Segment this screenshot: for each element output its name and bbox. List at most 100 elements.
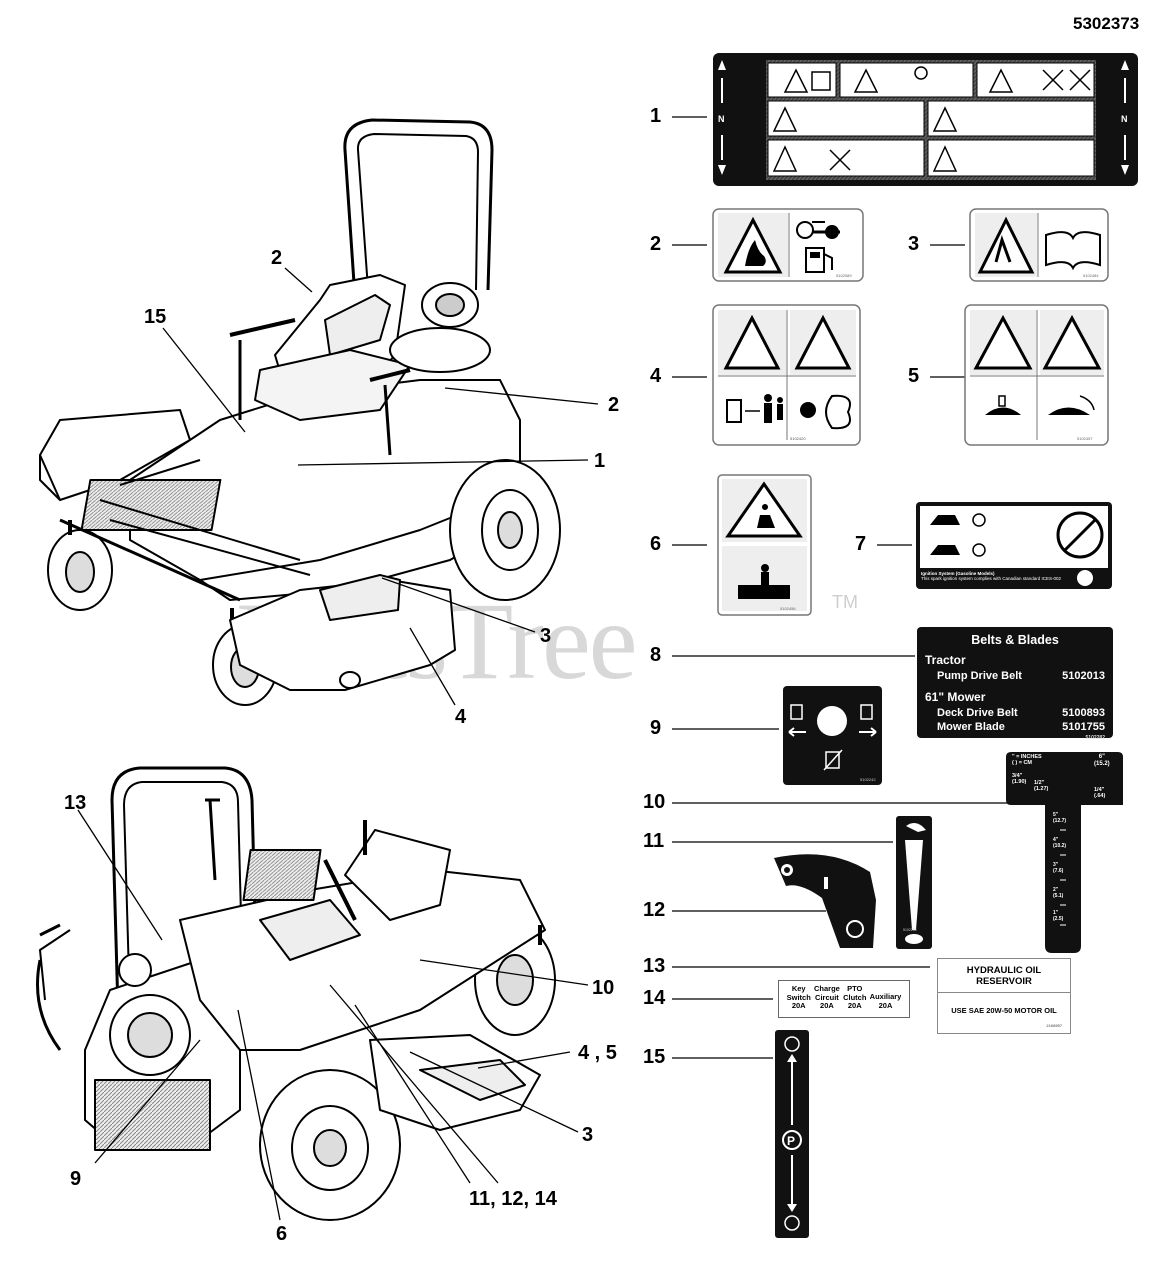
fuse-switch-label: Switch [786, 992, 811, 1002]
decal-callout-1: 1 [650, 105, 662, 127]
decal-callout-13: 13 [643, 955, 666, 977]
bottom-callout-6: 6 [276, 1223, 288, 1245]
height-6in-cm: (15.2) [1094, 760, 1110, 767]
ignition-line2: This spark ignition system complies with… [921, 576, 1062, 582]
height-4in-value: 4" [1053, 837, 1059, 843]
belts-deck-row: Deck Drive Belt 5100893 [925, 707, 1105, 719]
pump-belt-label: Pump Drive Belt [937, 670, 1022, 682]
fuse-circuit-label: Circuit [815, 992, 839, 1002]
bottom-callout-3: 3 [582, 1124, 594, 1146]
decal-callout-9: 9 [650, 717, 662, 739]
hydraulic-title: HYDRAULIC OIL RESERVOIR [938, 959, 1070, 993]
height-6in: 6" (15.2) [1094, 754, 1110, 768]
svg-text:N: N [1121, 114, 1128, 124]
decal-9-fuel-selector [783, 686, 882, 785]
decal-callout-3: 3 [908, 233, 920, 255]
top-callout-4: 4 [455, 706, 467, 728]
fuse-charge-circuit: Charge Circuit 20A [814, 984, 840, 1013]
height-3-4-value: 3/4" [1012, 773, 1023, 779]
height-1-2-cm: (1.27) [1034, 786, 1049, 793]
top-callout-15: 15 [144, 306, 167, 328]
decal-callout-11: 11 [643, 830, 665, 852]
decal-callout-12: 12 [643, 899, 666, 921]
blade-pn: 5101755 [1062, 721, 1105, 733]
fuse-aux-label: Auxiliary [869, 992, 902, 1001]
height-1-4-value: 1/4" [1094, 787, 1105, 793]
decal-callout-2: 2 [650, 233, 662, 255]
decal-leaders [672, 116, 1038, 1059]
decal-callout-4: 4 [650, 365, 662, 387]
fuse-auxiliary: Auxiliary 20A [870, 985, 902, 1013]
decal-callout-5: 5 [908, 365, 920, 387]
fuse-charge-amp: 20A [820, 1001, 834, 1011]
bottom-callout-10: 10 [592, 977, 615, 999]
decal-callout-15: 15 [643, 1046, 666, 1068]
top-callout-3: 3 [540, 625, 552, 647]
decal-10-height-gauge [1006, 752, 1123, 953]
top-callout-2a: 2 [271, 247, 283, 269]
belts-blade-row: Mower Blade 5101755 [925, 721, 1105, 733]
height-1in-cm: (2.5) [1053, 915, 1064, 922]
top-machine-leaders [162, 267, 599, 706]
decal-5-part: 5102457 [1077, 436, 1093, 441]
decal-callout-14: 14 [643, 987, 666, 1009]
height-4in: 4" (10.2) [1053, 837, 1067, 849]
decal-callout-10: 10 [643, 791, 666, 813]
decal-11-throttle [896, 816, 932, 949]
hydraulic-part: 2168957 [1046, 1023, 1062, 1028]
fuse-key-amp: 20A [791, 1001, 806, 1011]
bottom-callout-9: 9 [70, 1168, 82, 1190]
height-2in: 2" (5.1) [1053, 887, 1063, 899]
fuse-aux-amp: 20A [878, 1000, 893, 1010]
svg-text:5102420: 5102420 [790, 436, 806, 441]
decal-13-hydraulic: HYDRAULIC OIL RESERVOIR USE SAE 20W-50 M… [937, 958, 1071, 1034]
document-number: 5302373 [1073, 14, 1140, 33]
decal-6-part: 5102456 [780, 606, 796, 611]
bottom-callout-13: 13 [64, 792, 87, 814]
ignition-line1: Ignition System (Gasoline Models) [921, 571, 995, 576]
decal-6-rollover [717, 474, 812, 616]
decal-callout-8: 8 [650, 644, 662, 666]
height-3-4: 3/4" (1.90) [1012, 773, 1026, 786]
decal-8-belts-blades: Belts & Blades Tractor Pump Drive Belt 5… [917, 627, 1113, 741]
mower-top-drawing [39, 118, 561, 706]
fuse-charge-label: Charge [814, 984, 840, 993]
fuse-clutch-label: Clutch [843, 992, 867, 1002]
decal-5-two-panel [964, 304, 1109, 446]
height-1in: 1" (2.5) [1053, 910, 1064, 922]
height-1-4-cm: (.64) [1094, 793, 1106, 800]
blade-label: Mower Blade [937, 721, 1005, 733]
bottom-machine-leaders [77, 809, 589, 1221]
height-1-2-value: 1/2" [1034, 780, 1045, 786]
decal-7-ignition [916, 502, 1112, 589]
height-5in-cm: (12.7) [1053, 817, 1067, 824]
decal-callout-7: 7 [855, 533, 867, 555]
decal-15-park-strip: P [775, 1030, 809, 1238]
top-callout-1: 1 [594, 450, 606, 472]
fuse-key-switch: Key Switch 20A [786, 984, 811, 1013]
fuse-pto-label: PTO [847, 984, 863, 993]
fuse-pto-clutch: PTO Clutch 20A [843, 984, 867, 1013]
hydraulic-body: USE SAE 20W-50 MOTOR OIL [951, 1006, 1057, 1015]
belts-mower-heading: 61" Mower [925, 690, 986, 704]
decal-12-choke [774, 854, 876, 948]
decal-3-cut-manual [969, 208, 1109, 282]
belts-title: Belts & Blades [971, 633, 1059, 647]
height-3-4-cm: (1.90) [1012, 779, 1027, 786]
height-legend-inches: " = INCHES [1012, 754, 1042, 760]
height-3in-cm: (7.6) [1053, 867, 1064, 874]
belts-tractor-heading: Tractor [925, 653, 966, 667]
height-4in-cm: (10.2) [1053, 842, 1067, 849]
height-legend-cm: ( ) = CM [1012, 760, 1033, 767]
svg-text:N: N [718, 114, 725, 124]
fuse-key-label: Key [791, 984, 806, 993]
decal-2-fire-fuel [712, 208, 864, 282]
height-1-2: 1/2" (1.27) [1034, 780, 1048, 793]
height-legend: " = INCHES ( ) = CM [1012, 754, 1042, 766]
bottom-callout-11-12-14: 11, 12, 14 [469, 1188, 557, 1210]
ignition-text: Ignition System (Gasoline Models) This s… [921, 571, 1101, 582]
height-5in: 5" (12.7) [1053, 812, 1067, 824]
decal-11-part: 5102280 [903, 928, 917, 932]
height-6in-value: 6" [1098, 754, 1105, 760]
